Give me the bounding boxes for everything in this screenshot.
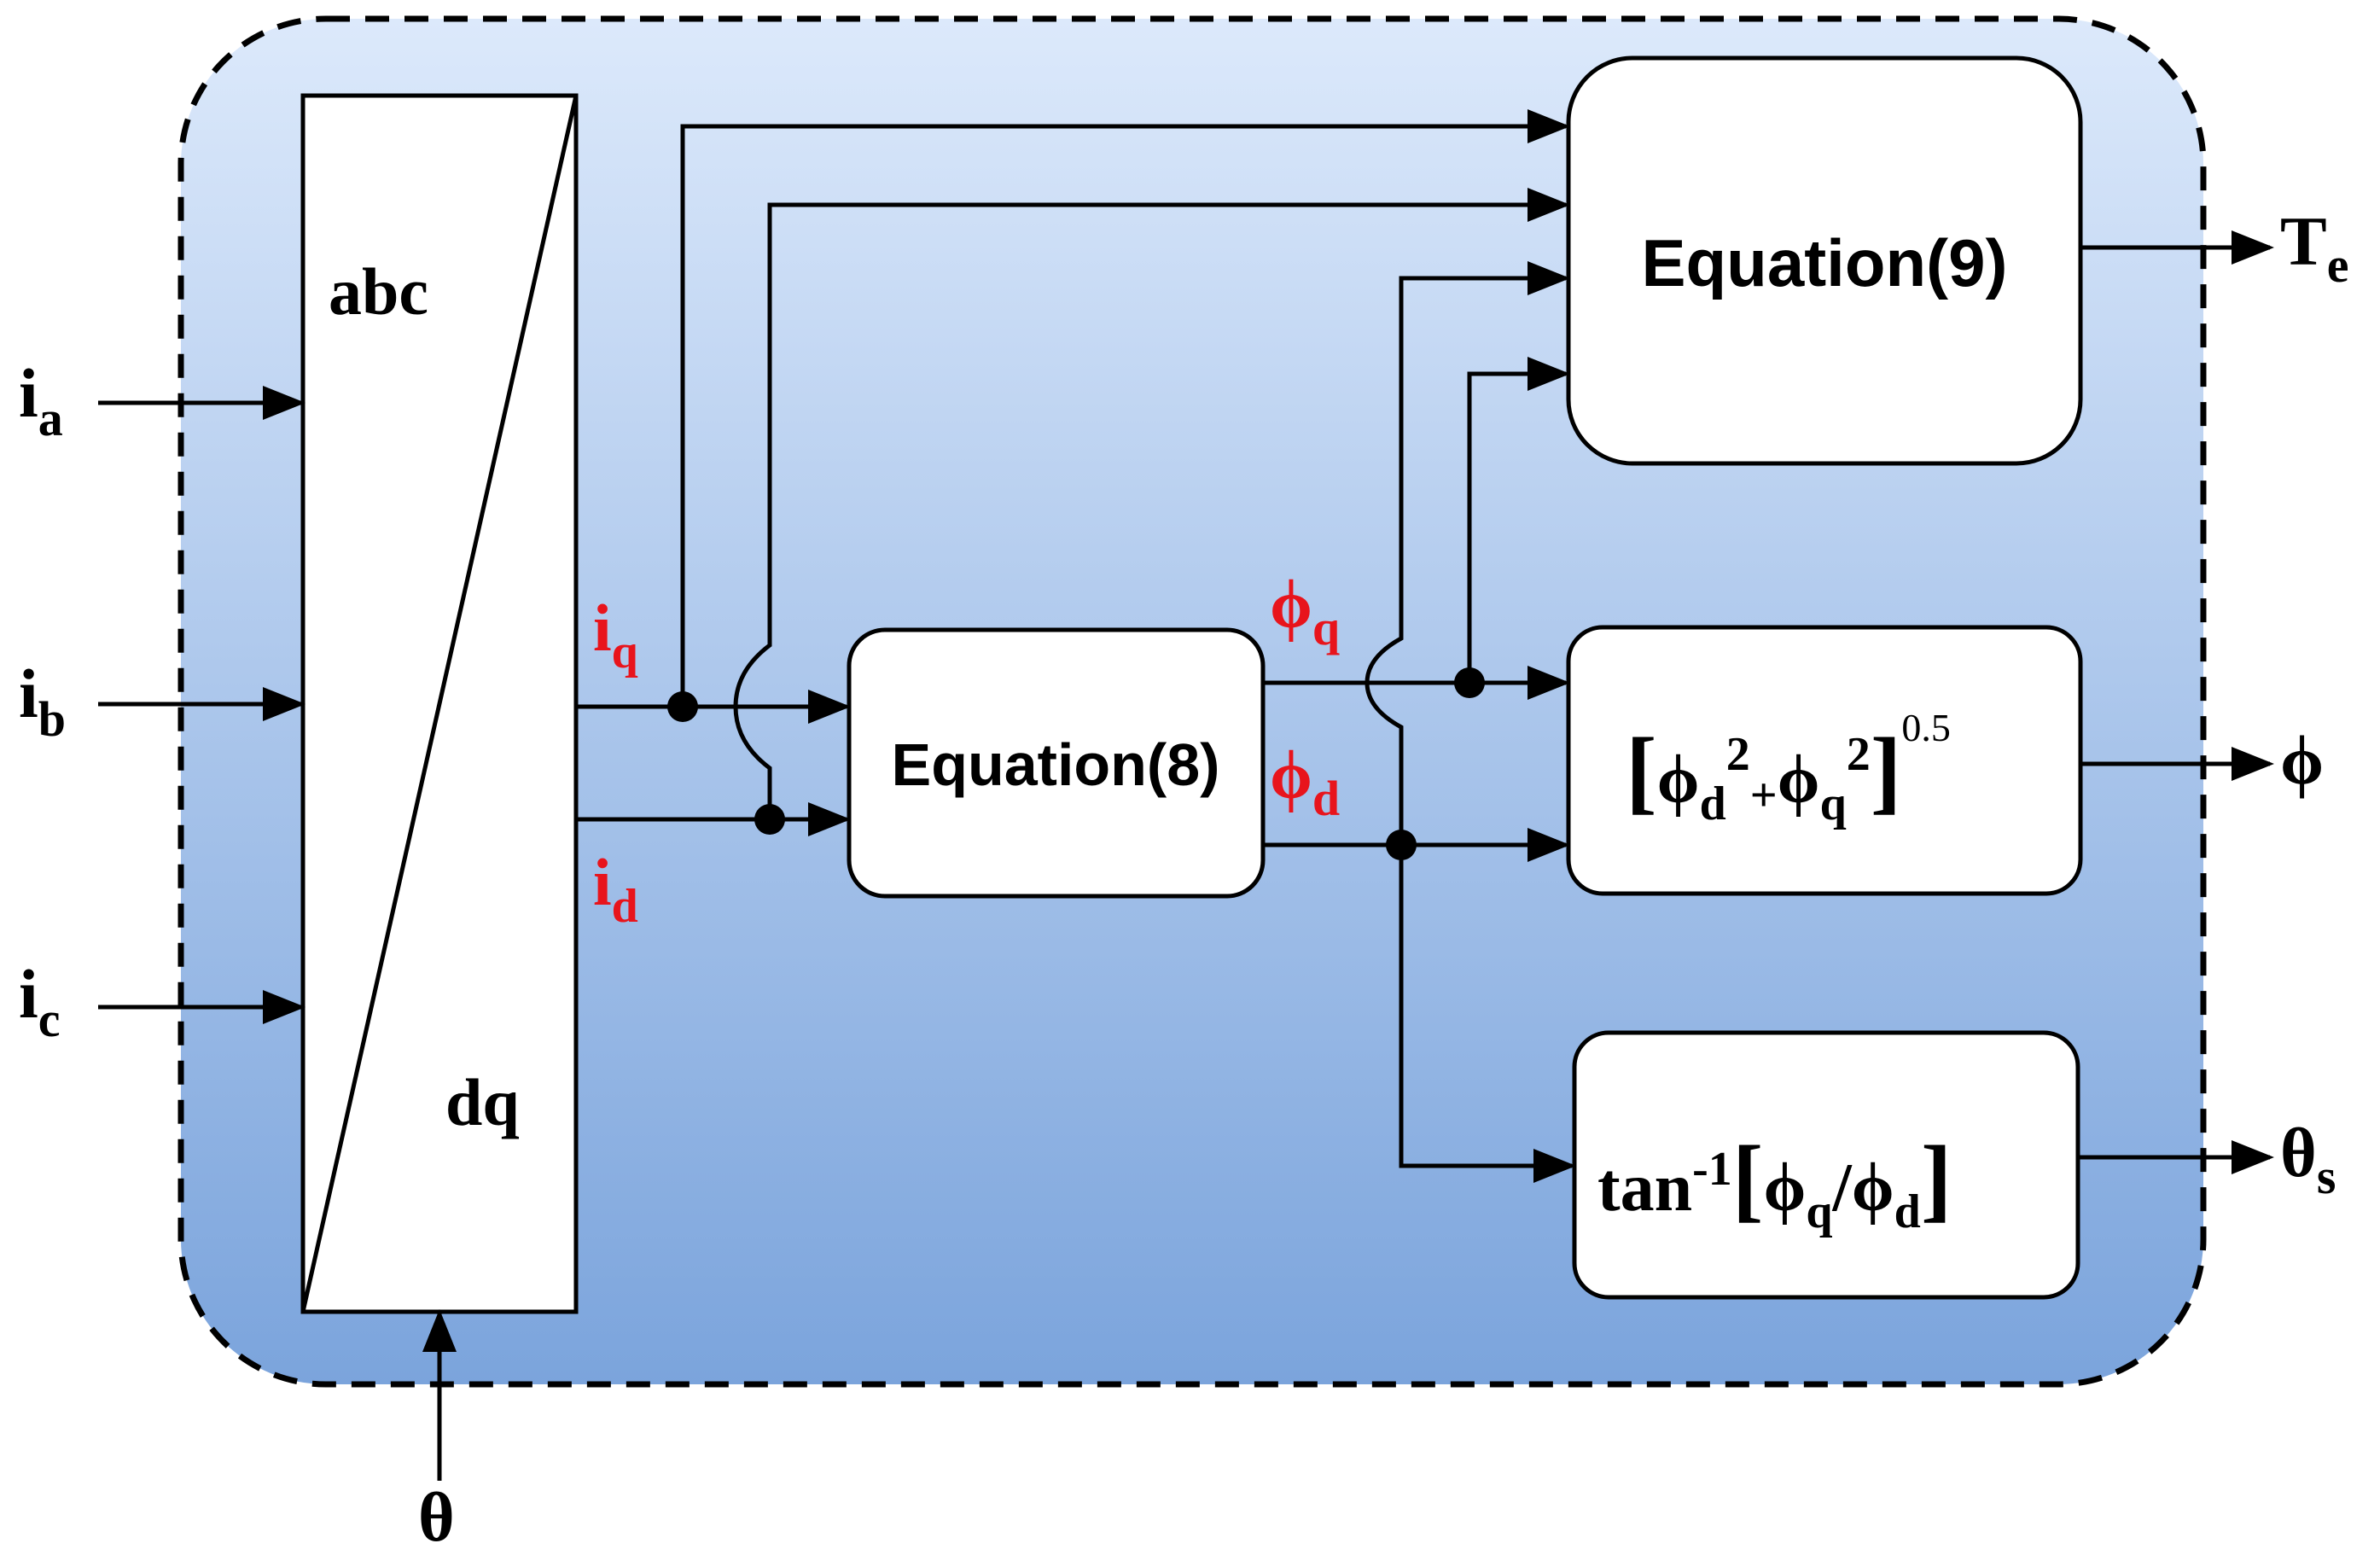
phi-q-label: ϕq xyxy=(1270,568,1340,655)
ic-label: ic xyxy=(19,955,61,1047)
flux-angle-block: tan-1[ϕq/ϕd] xyxy=(1572,1030,2080,1300)
theta-s-label: θs xyxy=(2280,1114,2336,1204)
phi-d-tap-wire xyxy=(1365,261,1570,845)
equation-8-label: Equation(8) xyxy=(892,731,1220,798)
equation-8-block: Equation(8) xyxy=(847,627,1266,899)
id-tap-wire xyxy=(733,188,1570,819)
iq-junction xyxy=(667,691,698,722)
iq-label: iq xyxy=(593,591,638,678)
iq-tap-wire xyxy=(680,109,1570,707)
theta-label: θ xyxy=(418,1478,455,1555)
transform-abc-label: abc xyxy=(329,254,428,329)
transform-dq-label: dq xyxy=(445,1065,520,1139)
flux-magnitude-expression: [ϕd2+ϕq2]0.5 xyxy=(1626,706,1951,830)
abc-dq-transform-block: abc dq xyxy=(300,93,579,1314)
te-label: Te xyxy=(2280,202,2348,293)
id-junction xyxy=(754,804,785,835)
phi-d-junction xyxy=(1386,830,1417,860)
phi-d-label: ϕd xyxy=(1270,738,1340,826)
phi-output-label: ϕ xyxy=(2280,721,2324,799)
phi-q-junction xyxy=(1454,667,1485,698)
flux-angle-expression: tan-1[ϕq/ϕd] xyxy=(1597,1127,1952,1238)
flux-magnitude-block: [ϕd2+ϕq2]0.5 xyxy=(1566,625,2083,896)
ia-label: ia xyxy=(19,354,63,446)
phi-q-tap-wire xyxy=(1467,357,1570,683)
id-label: id xyxy=(593,845,638,933)
ib-label: ib xyxy=(19,655,66,747)
equation-9-label: Equation(9) xyxy=(1642,225,2008,300)
phi-d-angle-wire xyxy=(1399,845,1576,1183)
equation-9-block: Equation(9) xyxy=(1566,55,2083,466)
